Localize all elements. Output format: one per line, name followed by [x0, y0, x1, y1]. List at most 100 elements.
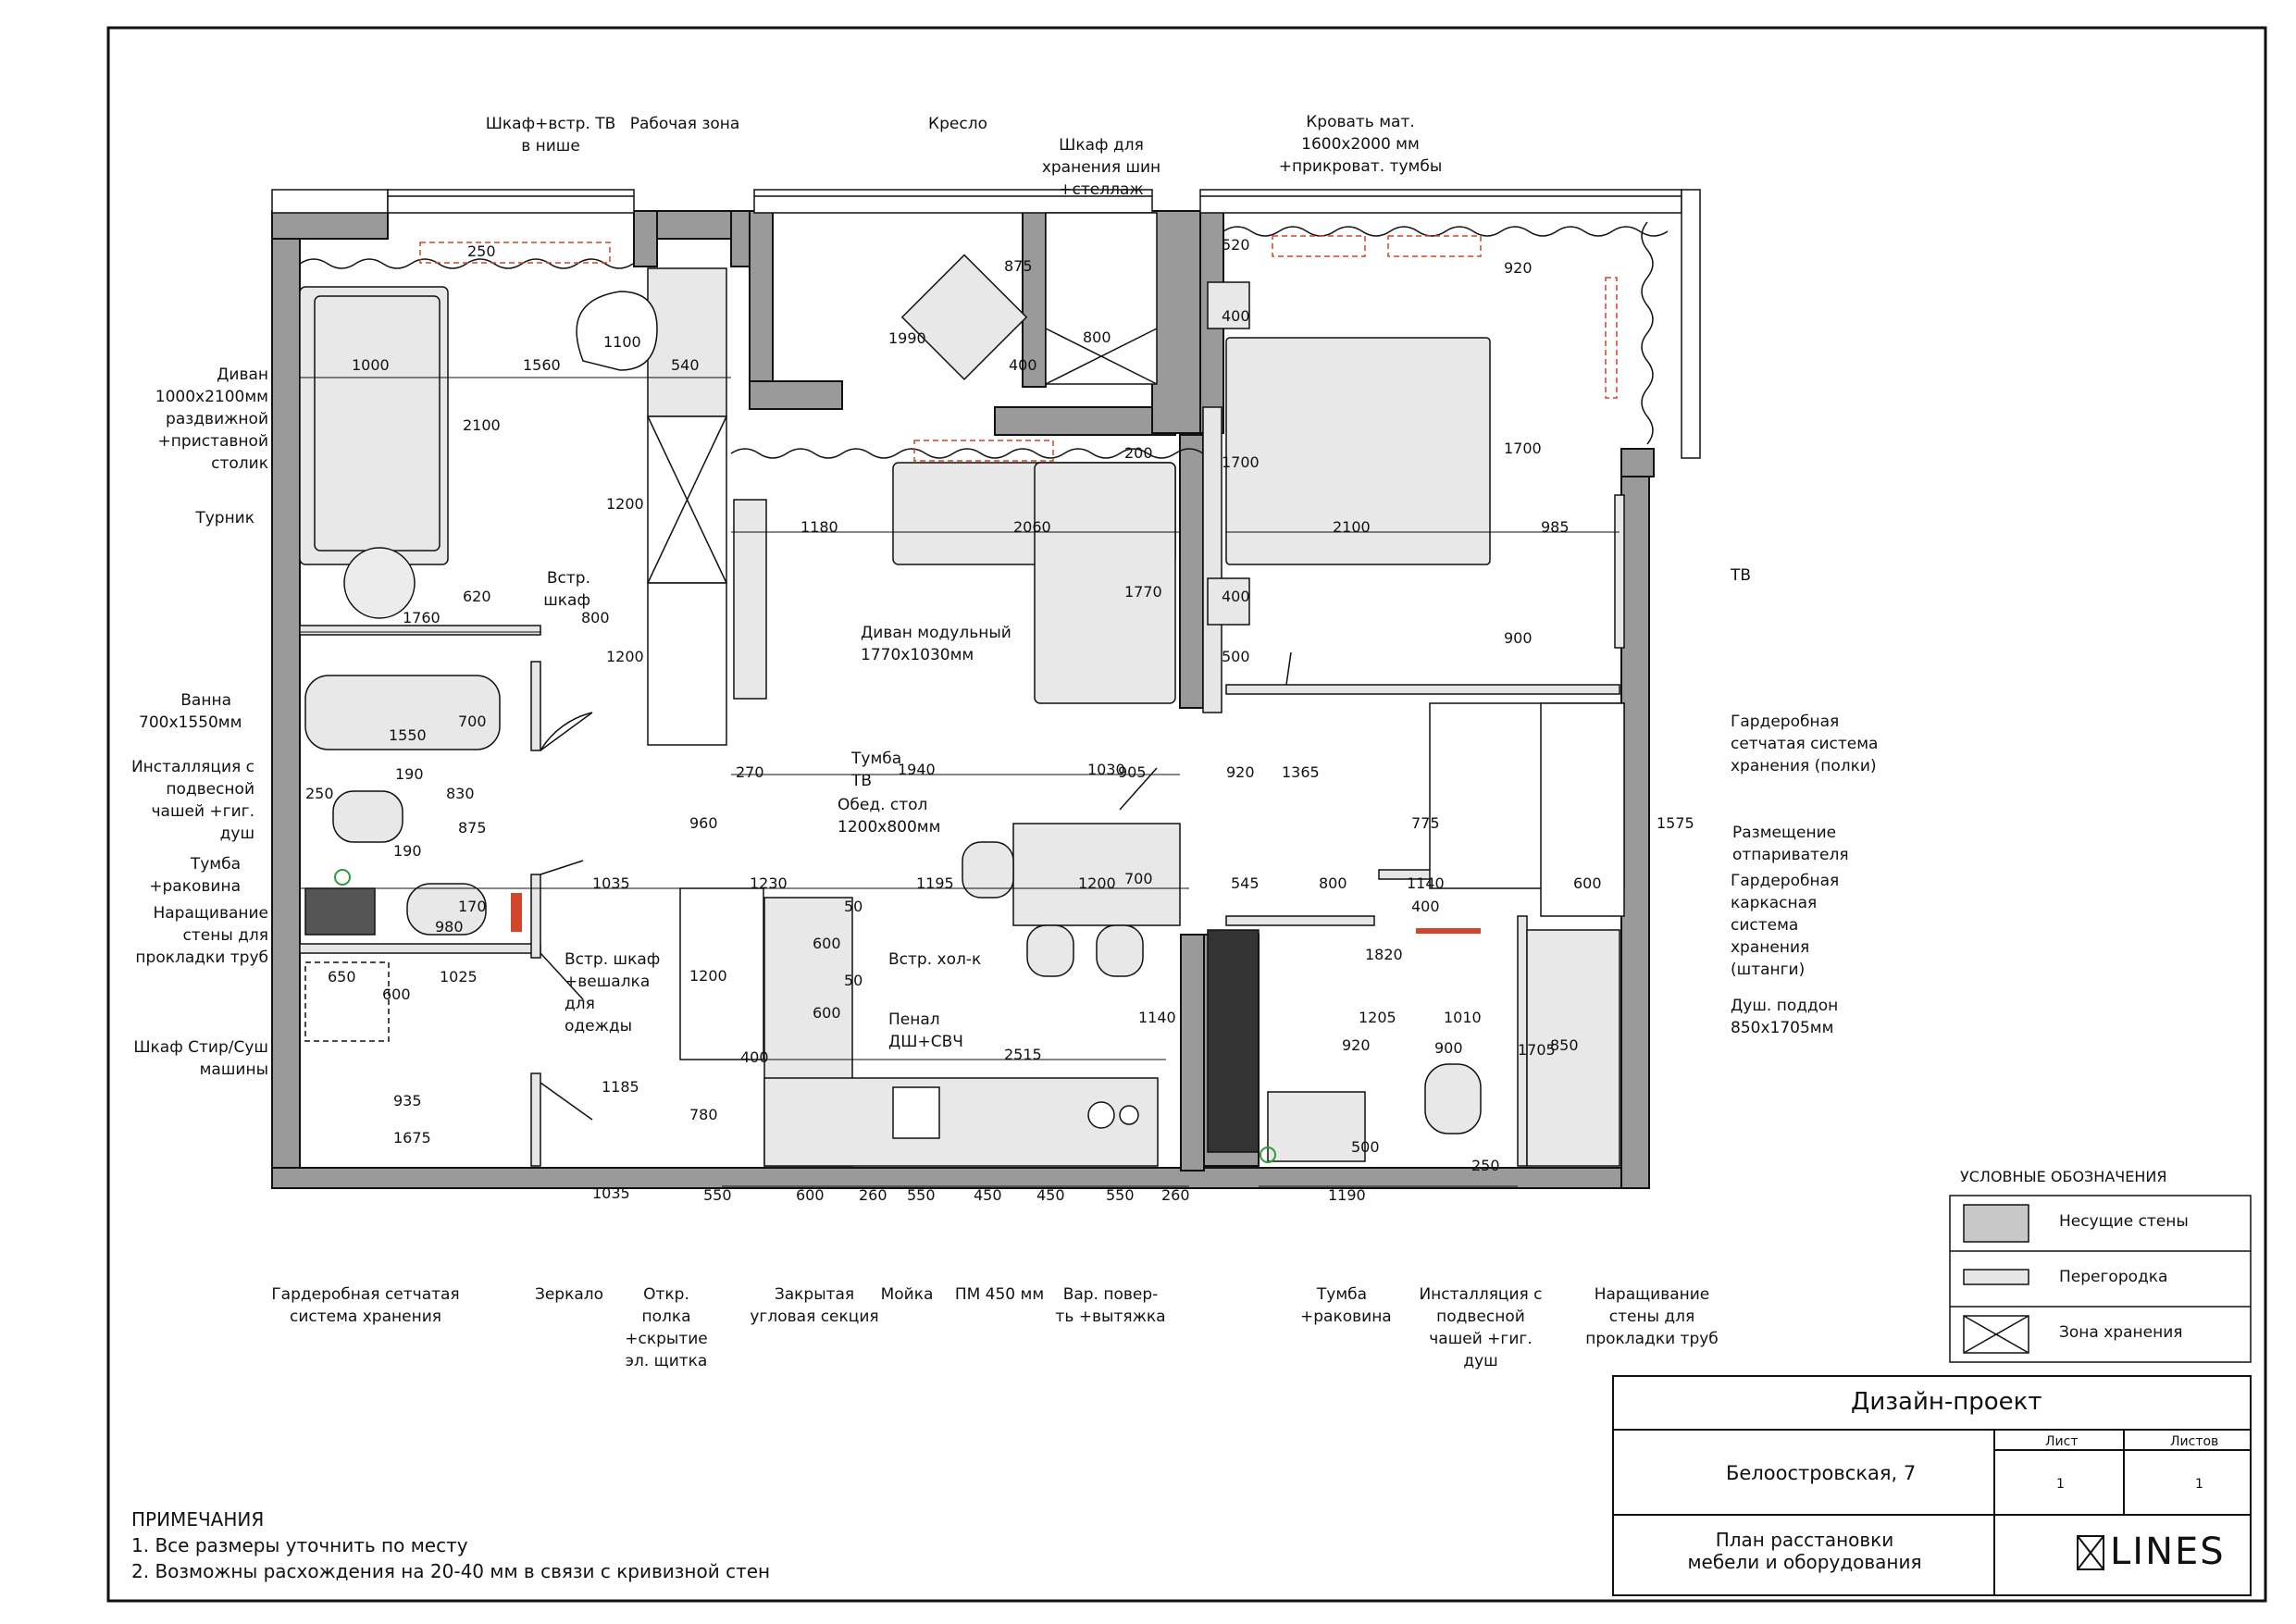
dimension-14: 800 — [1083, 329, 1111, 346]
callout-bottom-8: Инсталляция с подвесной чашей +гиг. душ — [1419, 1285, 1543, 1370]
dimension-59: 600 — [813, 1004, 841, 1022]
callout-inner-1: Тумба ТВ — [851, 750, 902, 790]
dimension-46: 650 — [328, 968, 356, 986]
callout-bottom-7: Тумба +раковина — [1300, 1285, 1392, 1326]
dimension-60: 50 — [844, 972, 863, 989]
dimension-41: 1200 — [1078, 874, 1116, 892]
dimension-57: 600 — [813, 935, 841, 952]
dimension-25: 2100 — [1333, 518, 1371, 536]
notes-line-2: 2. Возможны расхождения на 20-40 мм в св… — [131, 1560, 771, 1582]
dimension-44: 1140 — [1407, 874, 1445, 892]
green-markers — [334, 869, 1276, 1163]
dimension-7: 1200 — [606, 648, 644, 665]
dimension-86: 450 — [974, 1186, 1002, 1204]
dimension-74: 1205 — [1359, 1009, 1396, 1026]
sheet-frame — [106, 26, 2267, 1603]
callout-right-0: ТВ — [1731, 566, 1752, 585]
callout-right-4: Душ. поддон 850х1705мм — [1731, 997, 1839, 1037]
dimension-53: 780 — [689, 1106, 718, 1123]
dimension-77: 900 — [1434, 1039, 1463, 1057]
dimension-90: 1190 — [1328, 1186, 1366, 1204]
dimension-10: 800 — [581, 609, 610, 626]
callout-bottom-0: Гардеробная сетчатая система хранения — [271, 1285, 460, 1326]
dimension-19: 1700 — [1504, 440, 1542, 457]
callout-inner-5: Пенал ДШ+СВЧ — [888, 1010, 963, 1051]
dimension-31: 190 — [395, 765, 424, 783]
dimension-1: 1560 — [523, 356, 561, 374]
dimension-48: 1025 — [440, 968, 478, 986]
furniture — [299, 212, 1625, 1167]
dimension-8: 620 — [463, 588, 491, 605]
dimension-29: 1550 — [389, 726, 427, 744]
dimension-35: 190 — [393, 842, 422, 860]
dimension-30: 700 — [458, 713, 487, 730]
dimension-15: 520 — [1222, 236, 1250, 254]
dimension-16: 920 — [1504, 259, 1533, 277]
title-block — [1612, 1375, 2252, 1596]
dimension-87: 450 — [1036, 1186, 1065, 1204]
callout-inner-0: Диван модульный 1770х1030мм — [861, 624, 1011, 664]
callout-inner-3: Встр. шкаф +вешалка для одежды — [565, 950, 661, 1035]
dimension-88: 550 — [1106, 1186, 1135, 1204]
sheet-label: Лист — [2045, 1434, 2079, 1449]
project-type: Дизайн-проект — [1851, 1388, 2042, 1416]
dimension-64: 1030 — [1087, 761, 1125, 778]
dimension-63: 1940 — [898, 761, 936, 778]
callout-top-2: Кресло — [928, 115, 987, 133]
notes-line-1: 1. Все размеры уточнить по месту — [131, 1534, 468, 1556]
dimension-37: 980 — [435, 918, 464, 936]
dimension-42: 545 — [1231, 874, 1260, 892]
sheets-value: 1 — [2195, 1477, 2203, 1492]
dimension-75: 1010 — [1444, 1009, 1482, 1026]
dimension-23: 1180 — [800, 518, 838, 536]
legend-box — [1949, 1195, 2252, 1363]
dimension-62: 270 — [736, 763, 764, 781]
callout-left-6: Наращивание стены для прокладки труб — [135, 904, 268, 967]
dimension-84: 260 — [859, 1186, 887, 1204]
dimension-85: 550 — [907, 1186, 936, 1204]
dimension-36: 170 — [458, 898, 487, 915]
dimension-13: 400 — [1009, 356, 1037, 374]
dimension-21: 500 — [1222, 648, 1250, 665]
dimension-55: 2515 — [1004, 1046, 1042, 1063]
callout-right-2: Размещение отпаривателя — [1732, 824, 1849, 864]
dimension-24: 2060 — [1013, 518, 1051, 536]
callout-left-2: Встр. шкаф — [543, 569, 590, 610]
callout-left-3: Ванна 700х1550мм — [139, 691, 242, 732]
dimension-52: 1035 — [592, 1184, 630, 1202]
dimension-58: 50 — [844, 898, 863, 915]
dimension-17: 400 — [1222, 307, 1250, 325]
dimension-51: 1185 — [602, 1078, 639, 1096]
dimension-89: 260 — [1161, 1186, 1190, 1204]
logo-text: LINES — [2110, 1531, 2226, 1573]
callout-left-0: Диван 1000х2100мм раздвижной +приставной… — [155, 366, 268, 473]
dimension-9: 1760 — [403, 609, 441, 626]
dimension-67: 1365 — [1282, 763, 1320, 781]
dimension-83: 600 — [796, 1186, 825, 1204]
dimension-18: 1700 — [1222, 453, 1260, 471]
callout-right-3: Гардеробная каркасная система хранения (… — [1731, 872, 1840, 979]
project-address: Белоостровская, 7 — [1726, 1462, 1917, 1484]
dimension-72: 1140 — [1138, 1009, 1176, 1026]
callout-left-7: Шкаф Стир/Суш машины — [133, 1038, 268, 1079]
dimension-26: 985 — [1541, 518, 1570, 536]
dimension-76: 920 — [1342, 1036, 1371, 1054]
dimension-5: 1100 — [603, 333, 641, 351]
dimension-78: 1705 — [1518, 1041, 1556, 1059]
callout-top-1: Рабочая зона — [629, 115, 740, 133]
dimension-71: 700 — [1124, 870, 1153, 887]
dimension-45: 600 — [1573, 874, 1602, 892]
callout-bottom-6: Вар. повер-ть +вытяжка — [1055, 1285, 1166, 1326]
callout-inner-4: Встр. хол-к — [888, 950, 982, 969]
windows — [271, 189, 1701, 459]
dimension-65: 905 — [1118, 763, 1147, 781]
dimension-73: 1820 — [1365, 946, 1403, 963]
notes-title: ПРИМЕЧАНИЯ — [131, 1508, 265, 1531]
callout-left-1: Турник — [195, 509, 254, 527]
dimension-33: 250 — [305, 785, 334, 802]
dimension-28: 1770 — [1124, 583, 1162, 601]
dimension-27: 200 — [1124, 444, 1153, 462]
dimension-34: 875 — [458, 819, 487, 837]
legend-title: УСЛОВНЫЕ ОБОЗНАЧЕНИЯ — [1960, 1168, 2167, 1185]
dimension-79: 850 — [1550, 1036, 1579, 1054]
